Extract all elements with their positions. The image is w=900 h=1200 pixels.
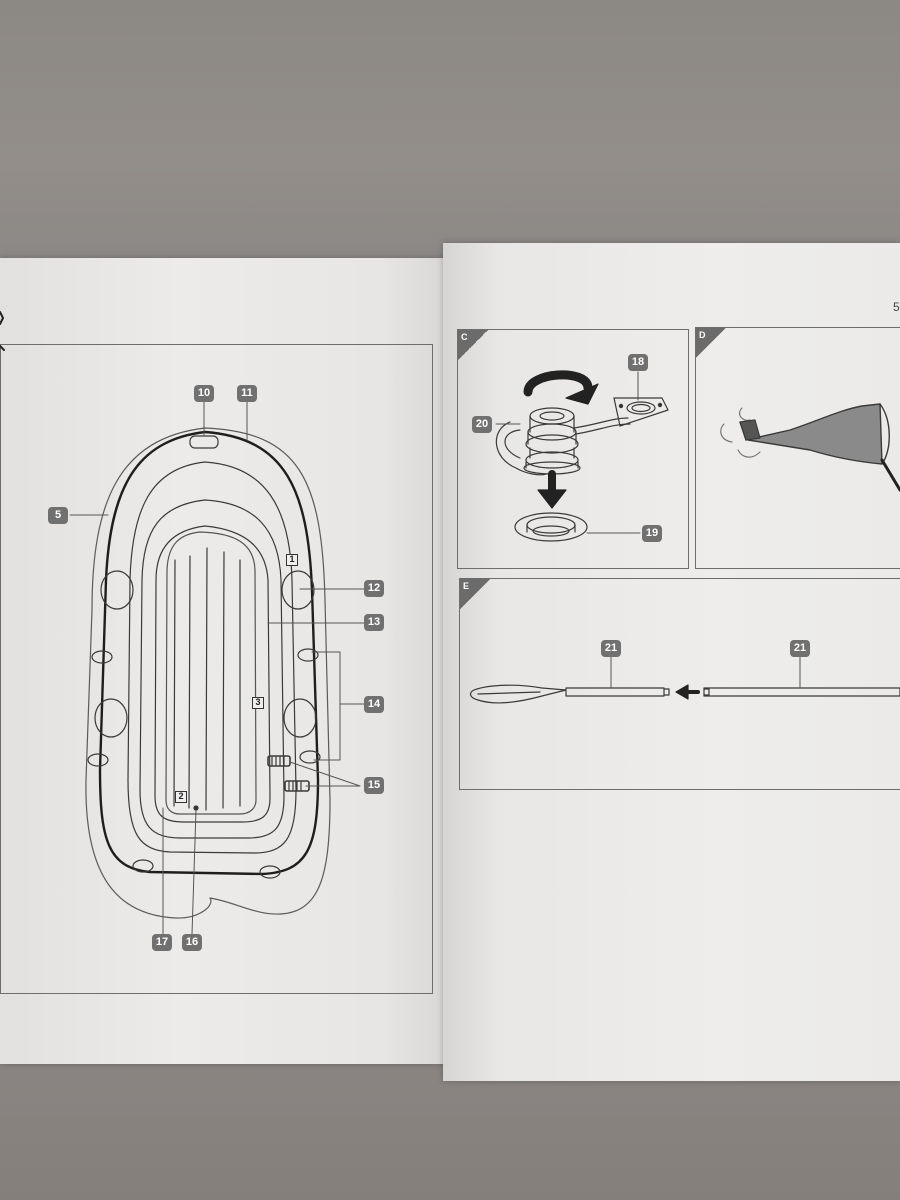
callout-15: 15 (364, 777, 384, 794)
callout-17: 17 (152, 934, 172, 951)
panel-c-valve: C (457, 329, 689, 569)
boat-illustration (85, 427, 331, 919)
chamber-label-3: 3 (252, 697, 264, 709)
callout-20: 20 (472, 416, 492, 433)
callout-11: 11 (237, 385, 257, 402)
page-number: 5 (893, 300, 900, 314)
manual-page-right (443, 243, 900, 1081)
callout-5: 5 (48, 507, 68, 524)
chamber-label-2: 2 (175, 791, 187, 803)
table-surface-bottom (0, 1060, 900, 1200)
panel-d-pump: D (695, 327, 900, 569)
callout-13: 13 (364, 614, 384, 631)
panel-e-tag: E (460, 579, 490, 609)
oar-illustration (469, 684, 900, 704)
callout-21-left: 21 (601, 640, 621, 657)
panel-d-tag: D (696, 328, 726, 358)
panel-e-letter: E (463, 581, 470, 591)
pump-nozzle-illustration (720, 403, 900, 492)
callout-16: 16 (182, 934, 202, 951)
valve-illustration (495, 370, 669, 542)
panel-c-letter: C (461, 332, 468, 342)
chamber-label-1: 1 (286, 554, 298, 566)
panel-e-oar: E (459, 578, 900, 790)
callout-21-right: 21 (790, 640, 810, 657)
panel-d-letter: D (699, 330, 706, 340)
callout-12: 12 (364, 580, 384, 597)
callout-18: 18 (628, 354, 648, 371)
table-surface-top (0, 0, 900, 270)
callout-19: 19 (642, 525, 662, 542)
panel-c-tag: C (458, 330, 488, 360)
callout-14: 14 (364, 696, 384, 713)
callout-10: 10 (194, 385, 214, 402)
panel-boat-overview (0, 344, 433, 994)
